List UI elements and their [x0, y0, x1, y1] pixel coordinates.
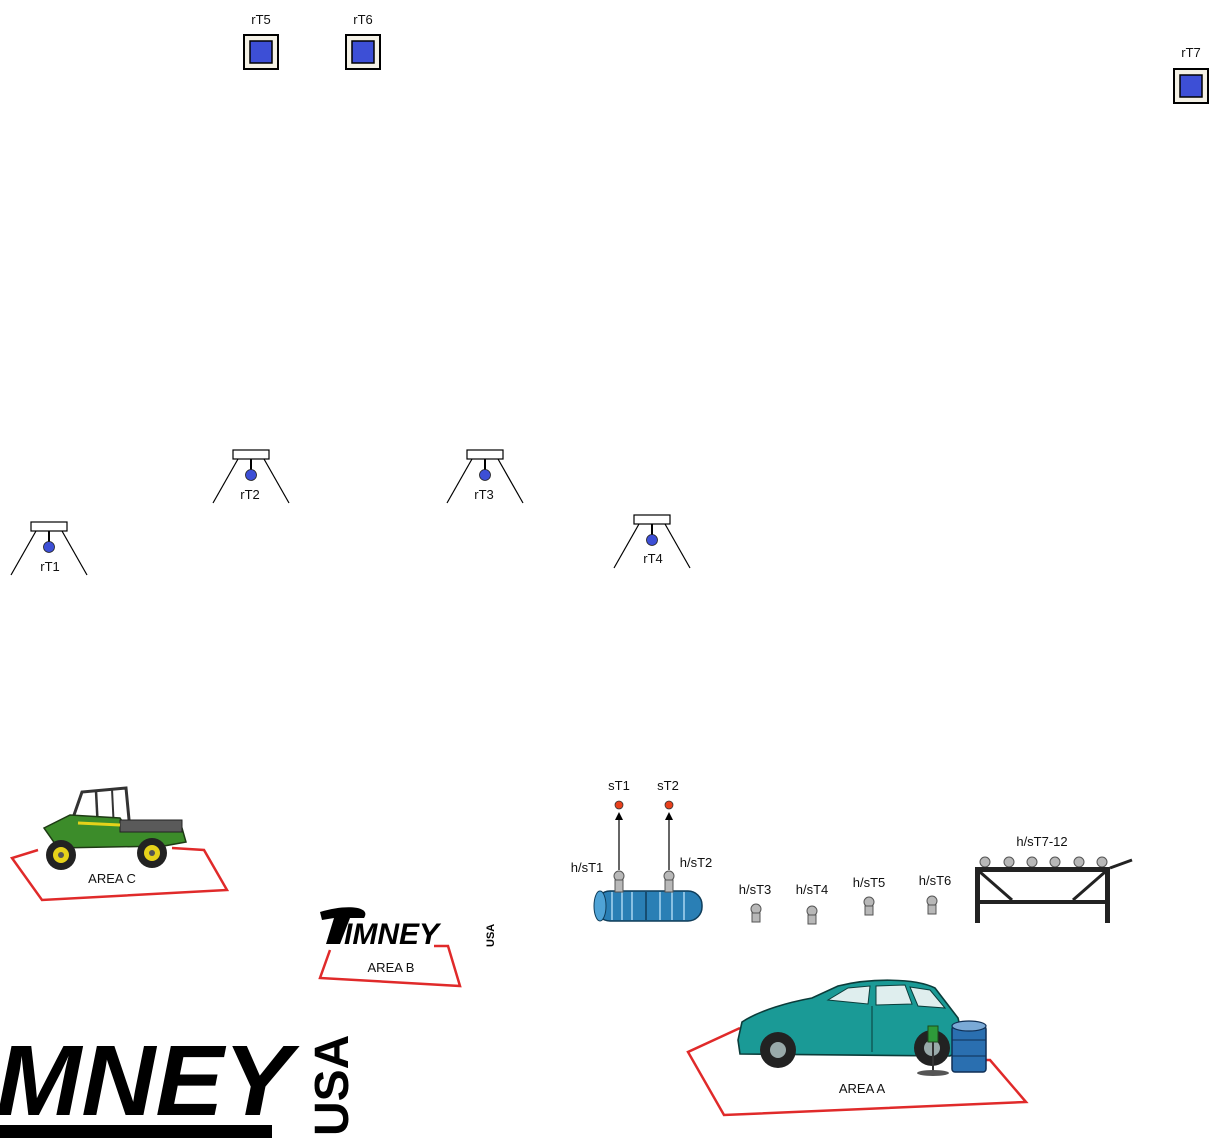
- steel-hsT5: h/sT5: [853, 875, 886, 915]
- steel-hsT3: h/sT3: [739, 882, 772, 922]
- arrow-up-icon: [615, 812, 623, 820]
- square-target-icon: [1174, 69, 1208, 103]
- steel-hsT2: h/sT2: [664, 855, 712, 892]
- logo-large: MNEY USA: [0, 1025, 359, 1138]
- logo-large-word: MNEY: [0, 1025, 300, 1137]
- steel-label-hsT1: h/sT1: [571, 860, 604, 875]
- steel-target-icon: [615, 801, 623, 809]
- steel-label-hsT7-12: h/sT7-12: [1016, 834, 1067, 849]
- steel-hsT1: h/sT1: [571, 860, 624, 892]
- popper-target-icon: [864, 897, 874, 915]
- steel-sT1: sT1: [608, 778, 630, 870]
- area-b-label: AREA B: [368, 960, 415, 975]
- popper-target-icon: [927, 896, 937, 914]
- target-rT6: rT6: [346, 12, 380, 69]
- area-a-label: AREA A: [839, 1081, 886, 1096]
- area-c-label: AREA C: [88, 871, 136, 886]
- target-label-rT5: rT5: [251, 12, 271, 27]
- plate-rack-icon: [975, 857, 1132, 923]
- steel-label-hsT3: h/sT3: [739, 882, 772, 897]
- logo-small-usa: USA: [485, 924, 497, 947]
- steel-label-sT1: sT1: [608, 778, 630, 793]
- popper-target-icon: [751, 904, 761, 922]
- logo-underline: [0, 1125, 272, 1138]
- popper-target-icon: [664, 871, 674, 892]
- steel-hsT4: h/sT4: [796, 882, 829, 924]
- logo-small: IMNEY USA: [320, 907, 497, 951]
- target-label-rT7: rT7: [1181, 45, 1201, 60]
- target-label-rT6: rT6: [353, 12, 373, 27]
- target-rT1: rT1: [11, 522, 87, 575]
- steel-hsT6: h/sT6: [919, 873, 952, 914]
- logo-large-usa: USA: [306, 1035, 359, 1136]
- steel-label-sT2: sT2: [657, 778, 679, 793]
- steel-label-hsT5: h/sT5: [853, 875, 886, 890]
- target-label-rT3: rT3: [474, 487, 494, 502]
- target-rT2: rT2: [213, 450, 289, 503]
- target-label-rT2: rT2: [240, 487, 260, 502]
- area-a: AREA A: [688, 980, 1026, 1115]
- barrel-stack-icon: [594, 891, 702, 921]
- popper-target-icon: [807, 906, 817, 924]
- steel-label-hsT4: h/sT4: [796, 882, 829, 897]
- target-rT5: rT5: [244, 12, 278, 69]
- target-label-rT4: rT4: [643, 551, 663, 566]
- car-vehicle-icon: [738, 980, 965, 1068]
- steel-target-icon: [665, 801, 673, 809]
- square-target-icon: [244, 35, 278, 69]
- steel-hsT7-12: h/sT7-12: [975, 834, 1132, 923]
- popper-target-icon: [614, 871, 624, 892]
- utv-vehicle-icon: [44, 788, 186, 870]
- target-rT4: rT4: [614, 515, 690, 568]
- steel-label-hsT2: h/sT2: [680, 855, 713, 870]
- square-target-icon: [346, 35, 380, 69]
- steel-label-hsT6: h/sT6: [919, 873, 952, 888]
- logo-small-word: IMNEY: [344, 918, 442, 951]
- target-rT7: rT7: [1174, 45, 1208, 103]
- target-rT3: rT3: [447, 450, 523, 503]
- target-label-rT1: rT1: [40, 559, 60, 574]
- area-c: AREA C: [12, 788, 227, 900]
- area-b: IMNEY USA AREA B: [320, 907, 497, 986]
- drum-barrel-icon: [952, 1021, 986, 1072]
- arrow-up-icon: [665, 812, 673, 820]
- steel-sT2: sT2: [657, 778, 679, 870]
